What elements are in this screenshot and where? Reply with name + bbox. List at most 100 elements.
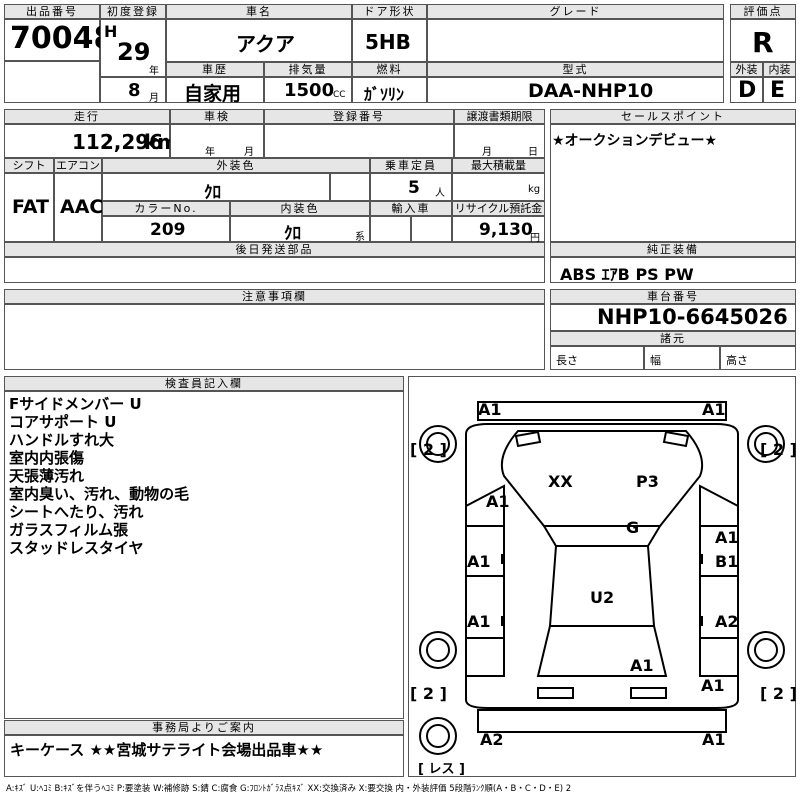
era: H <box>104 22 118 41</box>
import-header: 輸入車 <box>370 201 452 216</box>
dim-height-cell <box>720 346 796 370</box>
door-type: 5HB <box>365 30 411 54</box>
model-cell <box>427 77 724 103</box>
damage-door-fr-top: A1 <box>715 528 739 547</box>
lot-number: 70048 <box>10 21 115 56</box>
damage-hood-right: P3 <box>636 472 659 491</box>
damage-fender-left: A1 <box>486 492 510 511</box>
genuine-equipment-header: 純正装備 <box>550 242 796 257</box>
later-parts-header: 後日発送部品 <box>4 242 545 257</box>
car-name-cell <box>166 19 352 62</box>
damage-hood-left: XX <box>548 472 573 491</box>
recycle-header: リサイクル預託金 <box>452 201 545 216</box>
remark-line: ハンドルすれ大 <box>9 431 115 449</box>
remark-line: 室内臭い、汚れ、動物の毛 <box>9 485 190 503</box>
damage-door-rr: A2 <box>715 612 739 631</box>
max-load-cell <box>452 173 545 201</box>
damage-door-fr: B1 <box>715 552 739 571</box>
inspector-cell <box>4 391 404 719</box>
inspector-header: 検査員記入欄 <box>4 376 404 391</box>
mileage-header: 走行 <box>4 109 170 124</box>
capacity-cell <box>370 173 452 201</box>
notes-cell <box>4 304 545 370</box>
reg-month: 8 <box>128 80 141 101</box>
office-note: キーケース ★★宮城サテライト会場出品車★★ <box>10 741 324 759</box>
dim-width-label: 幅 <box>650 354 661 367</box>
office-cell <box>4 735 404 777</box>
dim-height-label: 高さ <box>726 354 748 367</box>
fuel-value: ｶﾞｿﾘﾝ <box>364 85 405 104</box>
score-header: 評価点 <box>730 4 796 19</box>
fuel-cell <box>352 77 427 103</box>
tire-rear-right: [ 2 ] <box>760 684 797 703</box>
remark-line: 天張薄汚れ <box>9 467 85 485</box>
remark-line: シートへたり、汚れ <box>9 503 144 521</box>
aircon-header: エアコン <box>54 158 102 173</box>
reg-no-header: 登録番号 <box>264 109 454 124</box>
import-cell-b <box>411 216 452 242</box>
office-header: 事務局よりご案内 <box>4 720 404 735</box>
fuel-header: 燃料 <box>352 62 427 77</box>
sales-point-cell <box>550 124 796 242</box>
interior-header: 内装 <box>763 62 796 77</box>
mileage-cell <box>4 124 170 158</box>
model-header: 型式 <box>427 62 724 77</box>
remark-line: コアサポート U <box>9 413 117 431</box>
damage-roof: U2 <box>590 588 615 607</box>
transfer-header: 譲渡書類期限 <box>454 109 545 124</box>
exterior-cell <box>730 77 763 103</box>
sales-point-header: セールスポイント <box>550 109 796 124</box>
interior-cell <box>763 77 796 103</box>
car-name: アクア <box>236 32 295 56</box>
dimensions-header: 諸元 <box>550 331 796 346</box>
max-load-unit: kg <box>528 184 541 195</box>
tire-rear-left: [ 2 ] <box>410 684 447 703</box>
transfer-month-unit: 月 <box>482 147 492 158</box>
equipment-value: ABS ｴｱB PS PW <box>560 265 694 284</box>
tire-front-right: [ 2 ] <box>760 440 797 459</box>
color-no-header: カラーNo. <box>102 201 230 216</box>
ext-color-extra <box>330 173 370 201</box>
interior-score: E <box>770 78 786 103</box>
remark-line: Fサイドメンバー U <box>9 395 142 413</box>
aircon-cell <box>54 173 102 242</box>
damage-rear-left: A2 <box>480 730 504 749</box>
sales-point-text: ★オークションデビュー★ <box>552 133 718 149</box>
dim-length-label: 長さ <box>556 354 578 367</box>
car-diagram <box>419 401 785 755</box>
chassis-number: NHP10-6645026 <box>597 305 788 329</box>
spare-tire-label: [ レス ] <box>418 762 465 777</box>
first-reg-header: 初度登録 <box>100 4 166 19</box>
history-value: 自家用 <box>184 83 242 105</box>
exterior-header: 外装 <box>730 62 763 77</box>
displacement-header: 排気量 <box>264 62 352 77</box>
damage-rear-right: A1 <box>702 730 726 749</box>
lot-cell <box>4 19 100 61</box>
dim-width-cell <box>644 346 720 370</box>
recycle-cell <box>452 216 545 242</box>
grade-header: グレード <box>427 4 724 19</box>
displacement-cell <box>264 77 352 103</box>
damage-rear-quarter-right: A1 <box>701 676 725 695</box>
inspection-year-unit: 年 <box>205 147 215 158</box>
year-unit: 年 <box>149 66 159 77</box>
int-color-cell <box>230 216 370 242</box>
lot-header: 出品番号 <box>4 4 100 19</box>
shift-cell <box>4 173 54 242</box>
int-color-value: ｸﾛ <box>284 224 301 244</box>
remark-line: ガラスフィルム張 <box>9 521 129 539</box>
capacity-unit: 人 <box>435 188 445 199</box>
color-no-value: 209 <box>150 220 186 240</box>
score-cell <box>730 19 796 62</box>
door-cell <box>352 19 427 62</box>
capacity-header: 乗車定員 <box>370 158 452 173</box>
grade-cell <box>427 19 724 62</box>
genuine-equipment-cell <box>550 257 796 283</box>
damage-windshield: G <box>626 518 640 537</box>
remarks-list: Fサイドメンバー U コアサポート U ハンドルすれ大 室内内張傷 天張薄汚れ … <box>9 395 189 557</box>
import-cell-a <box>370 216 411 242</box>
exterior-score: D <box>738 78 757 103</box>
door-header: ドア形状 <box>352 4 427 19</box>
reg-year: 29 <box>117 38 151 66</box>
dim-length-cell <box>550 346 644 370</box>
